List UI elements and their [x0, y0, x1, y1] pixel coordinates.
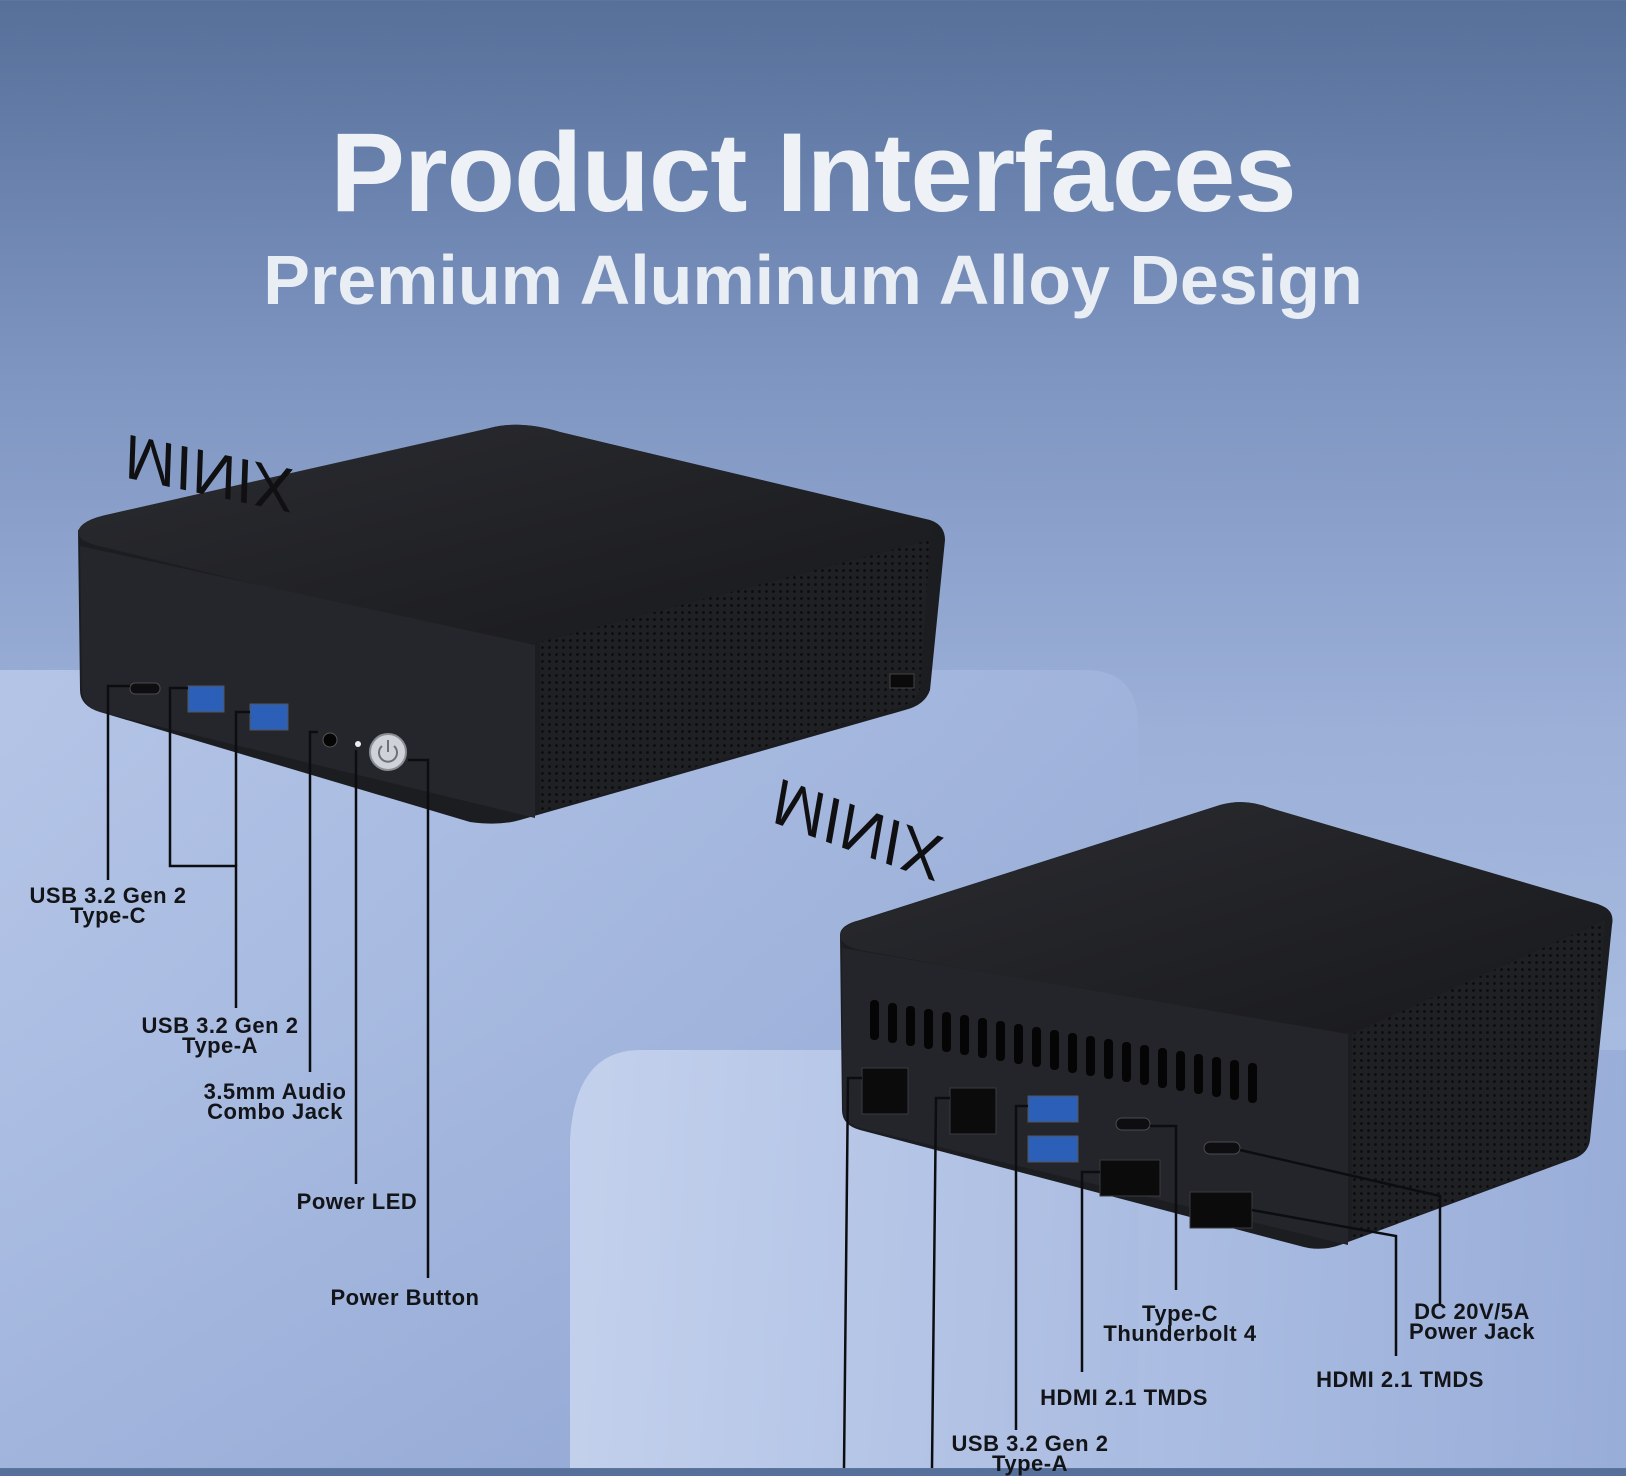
kensington-slot: [889, 673, 915, 689]
label-front-usb-c-line1: USB 3.2 Gen 2: [29, 883, 187, 908]
label-rear-usb-a: USB 3.2 Gen 2 Type-A: [940, 1431, 1120, 1476]
label-front-usb-a-line1: USB 3.2 Gen 2: [141, 1013, 299, 1038]
rear-usb-a-port-1: [1027, 1095, 1079, 1123]
label-dc-jack-line2: Power Jack: [1408, 1319, 1536, 1344]
power-led: [355, 741, 361, 747]
front-usb-a-port-2: [249, 703, 289, 731]
rear-dc-jack: [1203, 1141, 1241, 1155]
label-audio-jack-line1: 3.5mm Audio: [203, 1079, 347, 1104]
audio-jack: [322, 732, 338, 748]
rear-callout-lines: [842, 1076, 1442, 1468]
label-thunderbolt-line2: Thunderbolt 4: [1103, 1321, 1257, 1346]
page-subtitle: Premium Aluminum Alloy Design: [263, 241, 1363, 319]
label-front-usb-c: USB 3.2 Gen 2 Type-C: [26, 883, 190, 928]
front-usb-c-port: [129, 682, 161, 695]
label-front-usb-c-line2: Type-C: [70, 903, 146, 928]
label-hdmi-left: HDMI 2.1 TMDS: [1040, 1385, 1208, 1410]
rear-ethernet-port-2: [949, 1087, 997, 1135]
label-dc-jack-line1: DC 20V/5A: [1414, 1299, 1530, 1324]
page-title: Product Interfaces: [330, 110, 1296, 235]
front-usb-a-port-1: [187, 685, 225, 713]
label-thunderbolt-line1: Type-C: [1142, 1301, 1218, 1326]
label-rear-usb-a-line1: USB 3.2 Gen 2: [951, 1431, 1109, 1456]
label-power-button: Power Button: [330, 1285, 480, 1310]
rear-hdmi-port-2: [1189, 1191, 1253, 1229]
label-audio-jack-line2: Combo Jack: [207, 1099, 343, 1124]
label-thunderbolt: Type-C Thunderbolt 4: [1092, 1301, 1268, 1346]
label-audio-jack: 3.5mm Audio Combo Jack: [190, 1079, 360, 1124]
rear-hdmi-port-1: [1099, 1159, 1161, 1197]
rear-ethernet-port-1: [861, 1067, 909, 1115]
rear-usb-a-port-2: [1027, 1135, 1079, 1163]
label-power-led: Power LED: [296, 1189, 418, 1214]
rear-device: MINIX: [768, 764, 1613, 1249]
label-rear-usb-a-line2: Type-A: [992, 1451, 1068, 1476]
front-device: MINIX: [78, 420, 945, 824]
rear-thunderbolt-port: [1115, 1117, 1151, 1131]
label-dc-jack: DC 20V/5A Power Jack: [1396, 1299, 1548, 1344]
label-hdmi-right: HDMI 2.1 TMDS: [1316, 1367, 1484, 1392]
label-front-usb-a: USB 3.2 Gen 2 Type-A: [134, 1013, 306, 1058]
label-front-usb-a-line2: Type-A: [182, 1033, 258, 1058]
front-callout-lines: [106, 684, 430, 1278]
